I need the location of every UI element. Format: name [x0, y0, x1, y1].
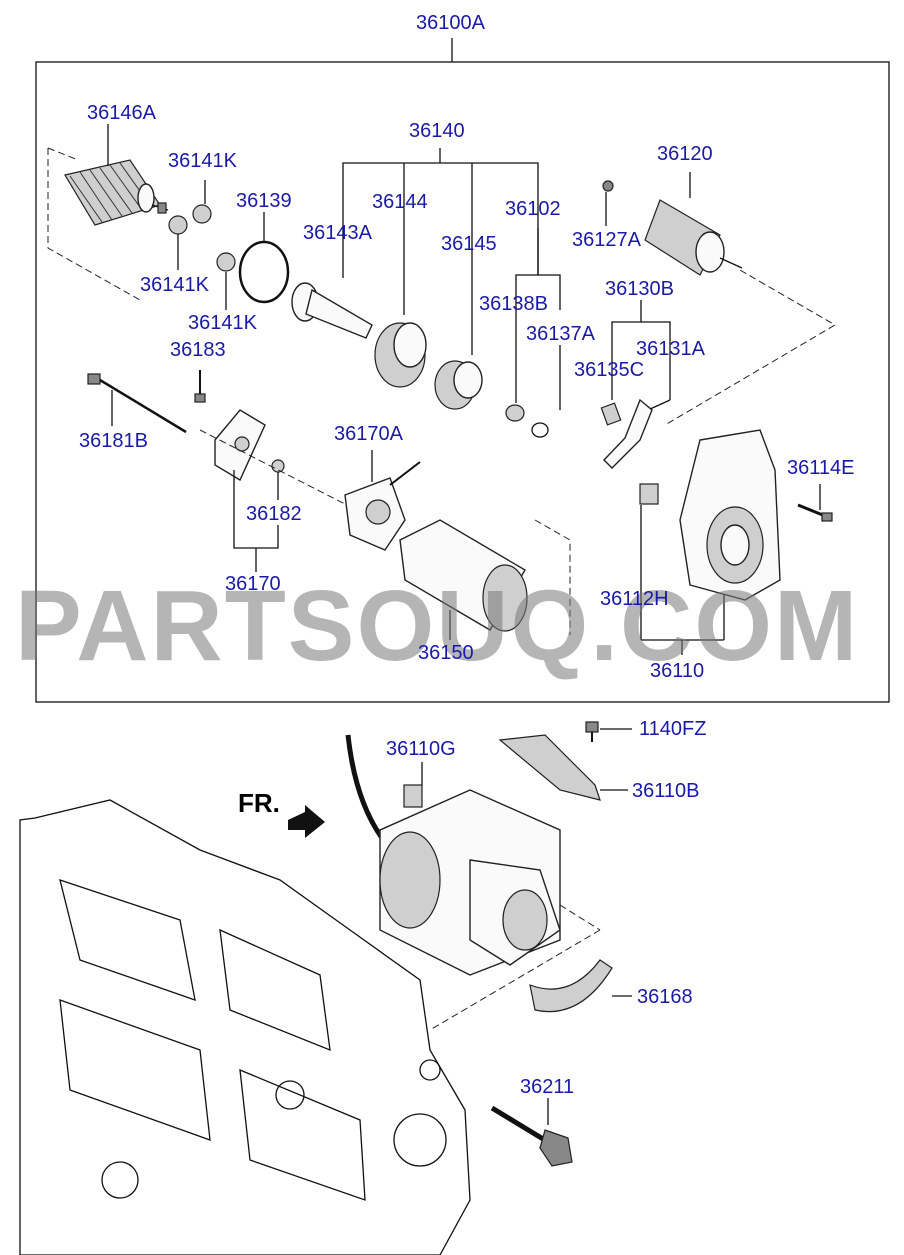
- snap-ring-drawing: [531, 422, 549, 438]
- bracket-36102: [515, 274, 561, 330]
- bracket-36140: [342, 162, 539, 278]
- part-label-36135C[interactable]: 36135C: [574, 359, 645, 381]
- part-label-36170A[interactable]: 36170A: [334, 423, 403, 445]
- part-label-36137A[interactable]: 36137A: [526, 323, 595, 345]
- engagement-arc: [345, 734, 385, 840]
- engine-block-drawing: [19, 799, 471, 1255]
- part-label-36168[interactable]: 36168: [637, 986, 693, 1008]
- part-label-36140[interactable]: 36140: [409, 120, 465, 142]
- part-label-36110G[interactable]: 36110G: [386, 738, 456, 760]
- part-label-36120[interactable]: 36120: [657, 143, 713, 165]
- part-label-36146A[interactable]: 36146A: [87, 102, 156, 124]
- heat-shield-drawing: [498, 734, 601, 801]
- armature-drawing: [64, 159, 169, 226]
- part-label-36150[interactable]: 36150: [418, 642, 474, 664]
- screw-drawing: [194, 370, 206, 403]
- shim-drawing: [529, 959, 613, 1013]
- front-housing-drawing: [679, 429, 781, 601]
- bracket-36110G-drawing: [403, 784, 423, 808]
- front-arrow-icon: [288, 805, 325, 838]
- lever-drawing: [600, 398, 653, 469]
- bush-drawing: [639, 483, 659, 505]
- part-label-36144[interactable]: 36144: [372, 191, 428, 213]
- yoke-drawing: [399, 519, 528, 632]
- part-label-36110B[interactable]: 36110B: [632, 780, 700, 802]
- solenoid-drawing: [602, 180, 743, 276]
- part-label-36102[interactable]: 36102: [505, 198, 561, 220]
- part-label-36141K[interactable]: 36141K: [188, 312, 257, 334]
- part-label-1140FZ[interactable]: 1140FZ: [639, 718, 707, 740]
- pinion-gear-drawing: [434, 360, 483, 410]
- dash-36146A: [47, 148, 141, 301]
- rear-bracket-drawing: [214, 409, 285, 482]
- dash-36120: [664, 269, 836, 426]
- part-label-36112H[interactable]: 36112H: [600, 588, 669, 610]
- part-label-36182[interactable]: 36182: [246, 503, 302, 525]
- part-label-36145[interactable]: 36145: [441, 233, 497, 255]
- starter-assembly-drawing: [379, 789, 561, 976]
- long-bolt-drawing: [87, 373, 187, 434]
- part-label-36114E[interactable]: 36114E: [787, 457, 855, 479]
- through-bolt-drawing: [797, 503, 833, 522]
- assembly-frame: [35, 61, 890, 703]
- mounting-bolt-drawing: [490, 1105, 573, 1167]
- part-label-36130B[interactable]: 36130B: [605, 278, 674, 300]
- part-label-36183[interactable]: 36183: [170, 339, 226, 361]
- overrunning-clutch-drawing: [374, 322, 427, 388]
- part-label-36181B[interactable]: 36181B: [79, 430, 148, 452]
- front-direction-label: FR.: [238, 788, 280, 818]
- part-label-36131A[interactable]: 36131A: [636, 338, 705, 360]
- part-label-36170[interactable]: 36170: [225, 573, 281, 595]
- part-label-36127A[interactable]: 36127A: [572, 229, 641, 251]
- watermark: PARTSOUQ.COM: [15, 570, 860, 682]
- drive-shaft-drawing: [291, 282, 373, 339]
- bolt-1140FZ-drawing: [585, 721, 599, 742]
- stop-ring-drawing: [505, 404, 525, 422]
- part-label-36110[interactable]: 36110: [650, 660, 705, 682]
- part-label-36211[interactable]: 36211: [520, 1076, 575, 1098]
- part-label-36138B[interactable]: 36138B: [479, 293, 548, 315]
- brush-holder-drawing: [344, 461, 421, 551]
- o-ring-drawing: [238, 240, 290, 304]
- part-label-36143A[interactable]: 36143A: [303, 222, 372, 244]
- part-label-36139[interactable]: 36139: [236, 190, 292, 212]
- part-label-36141K[interactable]: 36141K: [140, 274, 209, 296]
- part-label-36141K[interactable]: 36141K: [168, 150, 237, 172]
- planet-gears-drawing: [168, 204, 236, 272]
- part-label-36100A[interactable]: 36100A: [416, 12, 485, 34]
